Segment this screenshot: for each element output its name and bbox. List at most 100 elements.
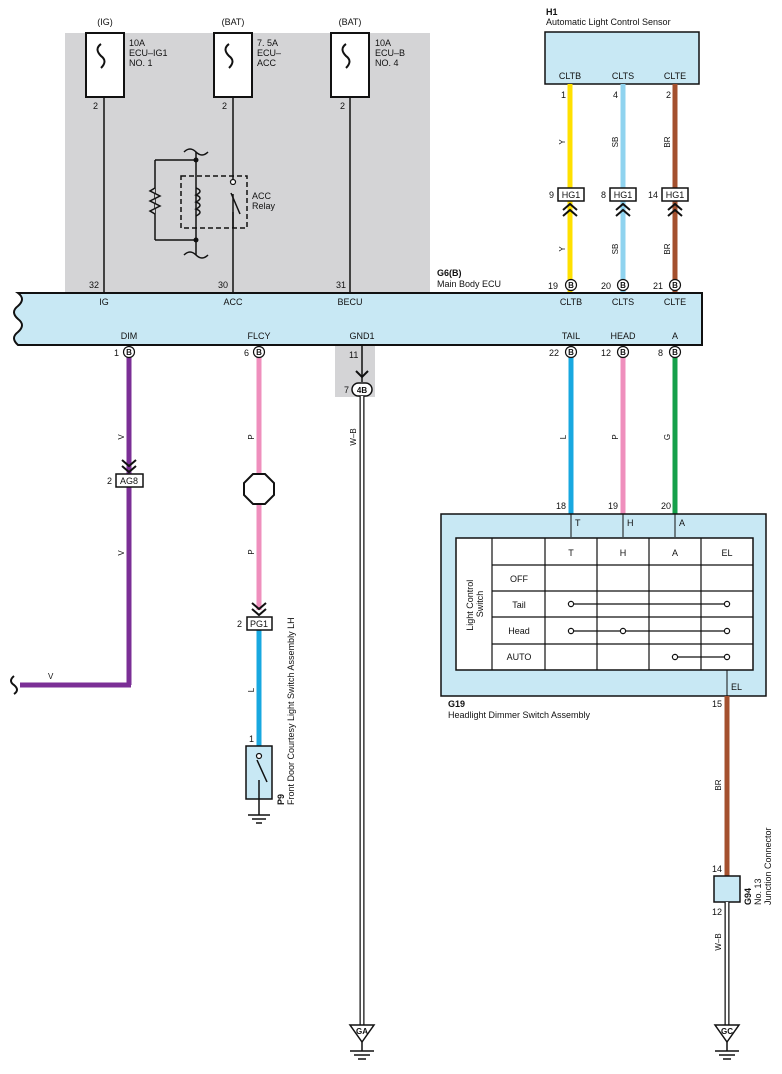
ecu-terminal-ig: IG <box>99 297 109 307</box>
acc-relay: ACC Relay <box>148 148 276 259</box>
ecu-pin: 8 <box>658 348 663 358</box>
main-body-ecu: G6(B) Main Body ECU IG ACC BECU CLTB CLT… <box>13 268 703 346</box>
ecu-terminal-acc: ACC <box>223 297 243 307</box>
switch-name: Front Door Courtesy Light Switch Assembl… <box>286 617 296 805</box>
fuse-name: ECU–B <box>375 48 405 58</box>
wire-color-label: W–B <box>349 428 358 445</box>
ecu-terminal-clte: CLTE <box>664 297 686 307</box>
switch-terminal: T <box>575 518 581 528</box>
flcy-circuit: 6 B P P 2 PG1 L 1 P9 Front Door Courtesy… <box>237 345 296 824</box>
headlight-dimmer-switch: 18 19 20 T H A Light Control Switch T H … <box>440 501 767 697</box>
wire-color-label: Y <box>558 246 567 252</box>
fuse-rating: 7. 5A <box>257 38 278 48</box>
fuse-name2: NO. 1 <box>129 58 153 68</box>
ecu-pin: 22 <box>549 348 559 358</box>
ecu-conn-marker: B <box>564 345 578 359</box>
ecu-pin-acc: 30 <box>218 280 228 290</box>
table-row-label: Head <box>508 626 530 636</box>
junction-label: 4B <box>357 386 367 395</box>
ecu-pin: 12 <box>601 348 611 358</box>
connector-arrow-icon <box>251 602 267 617</box>
resistor-icon <box>148 187 162 215</box>
table-col-header: A <box>672 548 678 558</box>
junction-pin: 14 <box>648 190 658 200</box>
fuse-name2: ACC <box>257 58 277 68</box>
continuity-head <box>567 627 731 635</box>
junction-name: No. 13 <box>753 878 763 905</box>
switch-terminal: A <box>679 518 685 528</box>
junction-label: HG1 <box>666 190 685 200</box>
fuse-name: ECU–IG1 <box>129 48 168 58</box>
ecu-terminal-clts: CLTS <box>612 297 634 307</box>
fuse-ecu-ig1: (IG) 10A ECU–IG1 NO. 1 2 32 <box>85 17 168 295</box>
ecu-terminal-cltb: CLTB <box>560 297 582 307</box>
junction-connector-icon <box>713 875 741 903</box>
wire-color-label: V <box>117 550 126 556</box>
wire-color-label: SB <box>611 244 620 255</box>
continuity-tail <box>567 600 731 608</box>
switch-pin: 1 <box>249 734 254 744</box>
ecu-pin: 19 <box>548 281 558 291</box>
ecu-terminal-becu: BECU <box>337 297 362 307</box>
svg-text:B: B <box>672 348 678 357</box>
table-row-label: OFF <box>510 574 528 584</box>
ecu-terminal-a: A <box>672 331 678 341</box>
fuse-rating: 10A <box>375 38 391 48</box>
junction-pin: 7 <box>344 385 349 395</box>
octagon-splice-icon <box>243 473 275 505</box>
wire-color-label: BR <box>663 136 672 147</box>
switch-pin: 15 <box>712 699 722 709</box>
connector-arrow-icon <box>121 459 137 474</box>
wire-color-label: BR <box>714 779 723 790</box>
switch-pin: 18 <box>556 501 566 511</box>
ecu-terminal-tail: TAIL <box>562 331 580 341</box>
svg-text:B: B <box>568 281 574 290</box>
dim-circuit: 1 B V 2 AG8 V V <box>10 345 144 695</box>
switch-terminal: H <box>627 518 634 528</box>
table-title: Light Control Switch <box>465 577 485 631</box>
junction-hg1-b: 8 HG1 <box>601 187 637 217</box>
connector-arrow-icon <box>615 202 631 217</box>
ecu-terminal-flcy: FLCY <box>247 331 270 341</box>
ecu-conn-marker: B <box>616 278 630 292</box>
ecu-conn-marker: B <box>668 278 682 292</box>
fuse-pin: 2 <box>93 101 98 111</box>
fuse-source-label: (BAT) <box>222 17 245 27</box>
ecu-pin: 11 <box>349 350 358 360</box>
ecu-conn-marker: B <box>126 348 132 357</box>
fuse-name2: NO. 4 <box>375 58 399 68</box>
ecu-pin: 21 <box>653 281 663 291</box>
switch-terminal-el: EL <box>731 682 742 692</box>
wire-color-label: BR <box>663 243 672 254</box>
fuse-ecu-b: (BAT) 10A ECU–B NO. 4 2 31 <box>330 17 405 295</box>
ecu-conn-marker: B <box>668 345 682 359</box>
relay-label2: Relay <box>252 201 276 211</box>
junction-label: HG1 <box>614 190 633 200</box>
wire-color-label: P <box>247 549 256 554</box>
junction-hg1-a: 9 HG1 <box>549 187 585 217</box>
wire-color-label: P <box>611 434 620 439</box>
fuse-icon <box>341 43 351 69</box>
junction-pin: 8 <box>601 190 606 200</box>
ecu-conn-marker: B <box>564 278 578 292</box>
switch-pin: 20 <box>661 501 671 511</box>
sensor-terminal-clts: CLTS <box>612 71 634 81</box>
el-circuit: 15 BR 14 12 G94 No. 13 Junction Connecto… <box>712 696 773 1060</box>
coil-icon <box>194 187 201 217</box>
sensor-code: H1 <box>546 7 558 17</box>
junction-hg1-c: 14 HG1 <box>648 187 689 217</box>
fuse-rating: 10A <box>129 38 145 48</box>
sensor-terminal-clte: CLTE <box>664 71 686 81</box>
fuse-source-label: (BAT) <box>339 17 362 27</box>
wire-color-label: G <box>663 434 672 440</box>
switch-assy-code: G19 <box>448 699 465 709</box>
ecu-code: G6(B) <box>437 268 462 278</box>
wire-color-label: V <box>117 434 126 440</box>
ecu-pin: 6 <box>244 348 249 358</box>
continuity-auto <box>671 653 731 661</box>
ecu-terminal-gnd1: GND1 <box>349 331 374 341</box>
ecu-conn-marker: B <box>256 348 262 357</box>
junction-label: AG8 <box>120 476 138 486</box>
fuse-icon <box>224 43 234 69</box>
